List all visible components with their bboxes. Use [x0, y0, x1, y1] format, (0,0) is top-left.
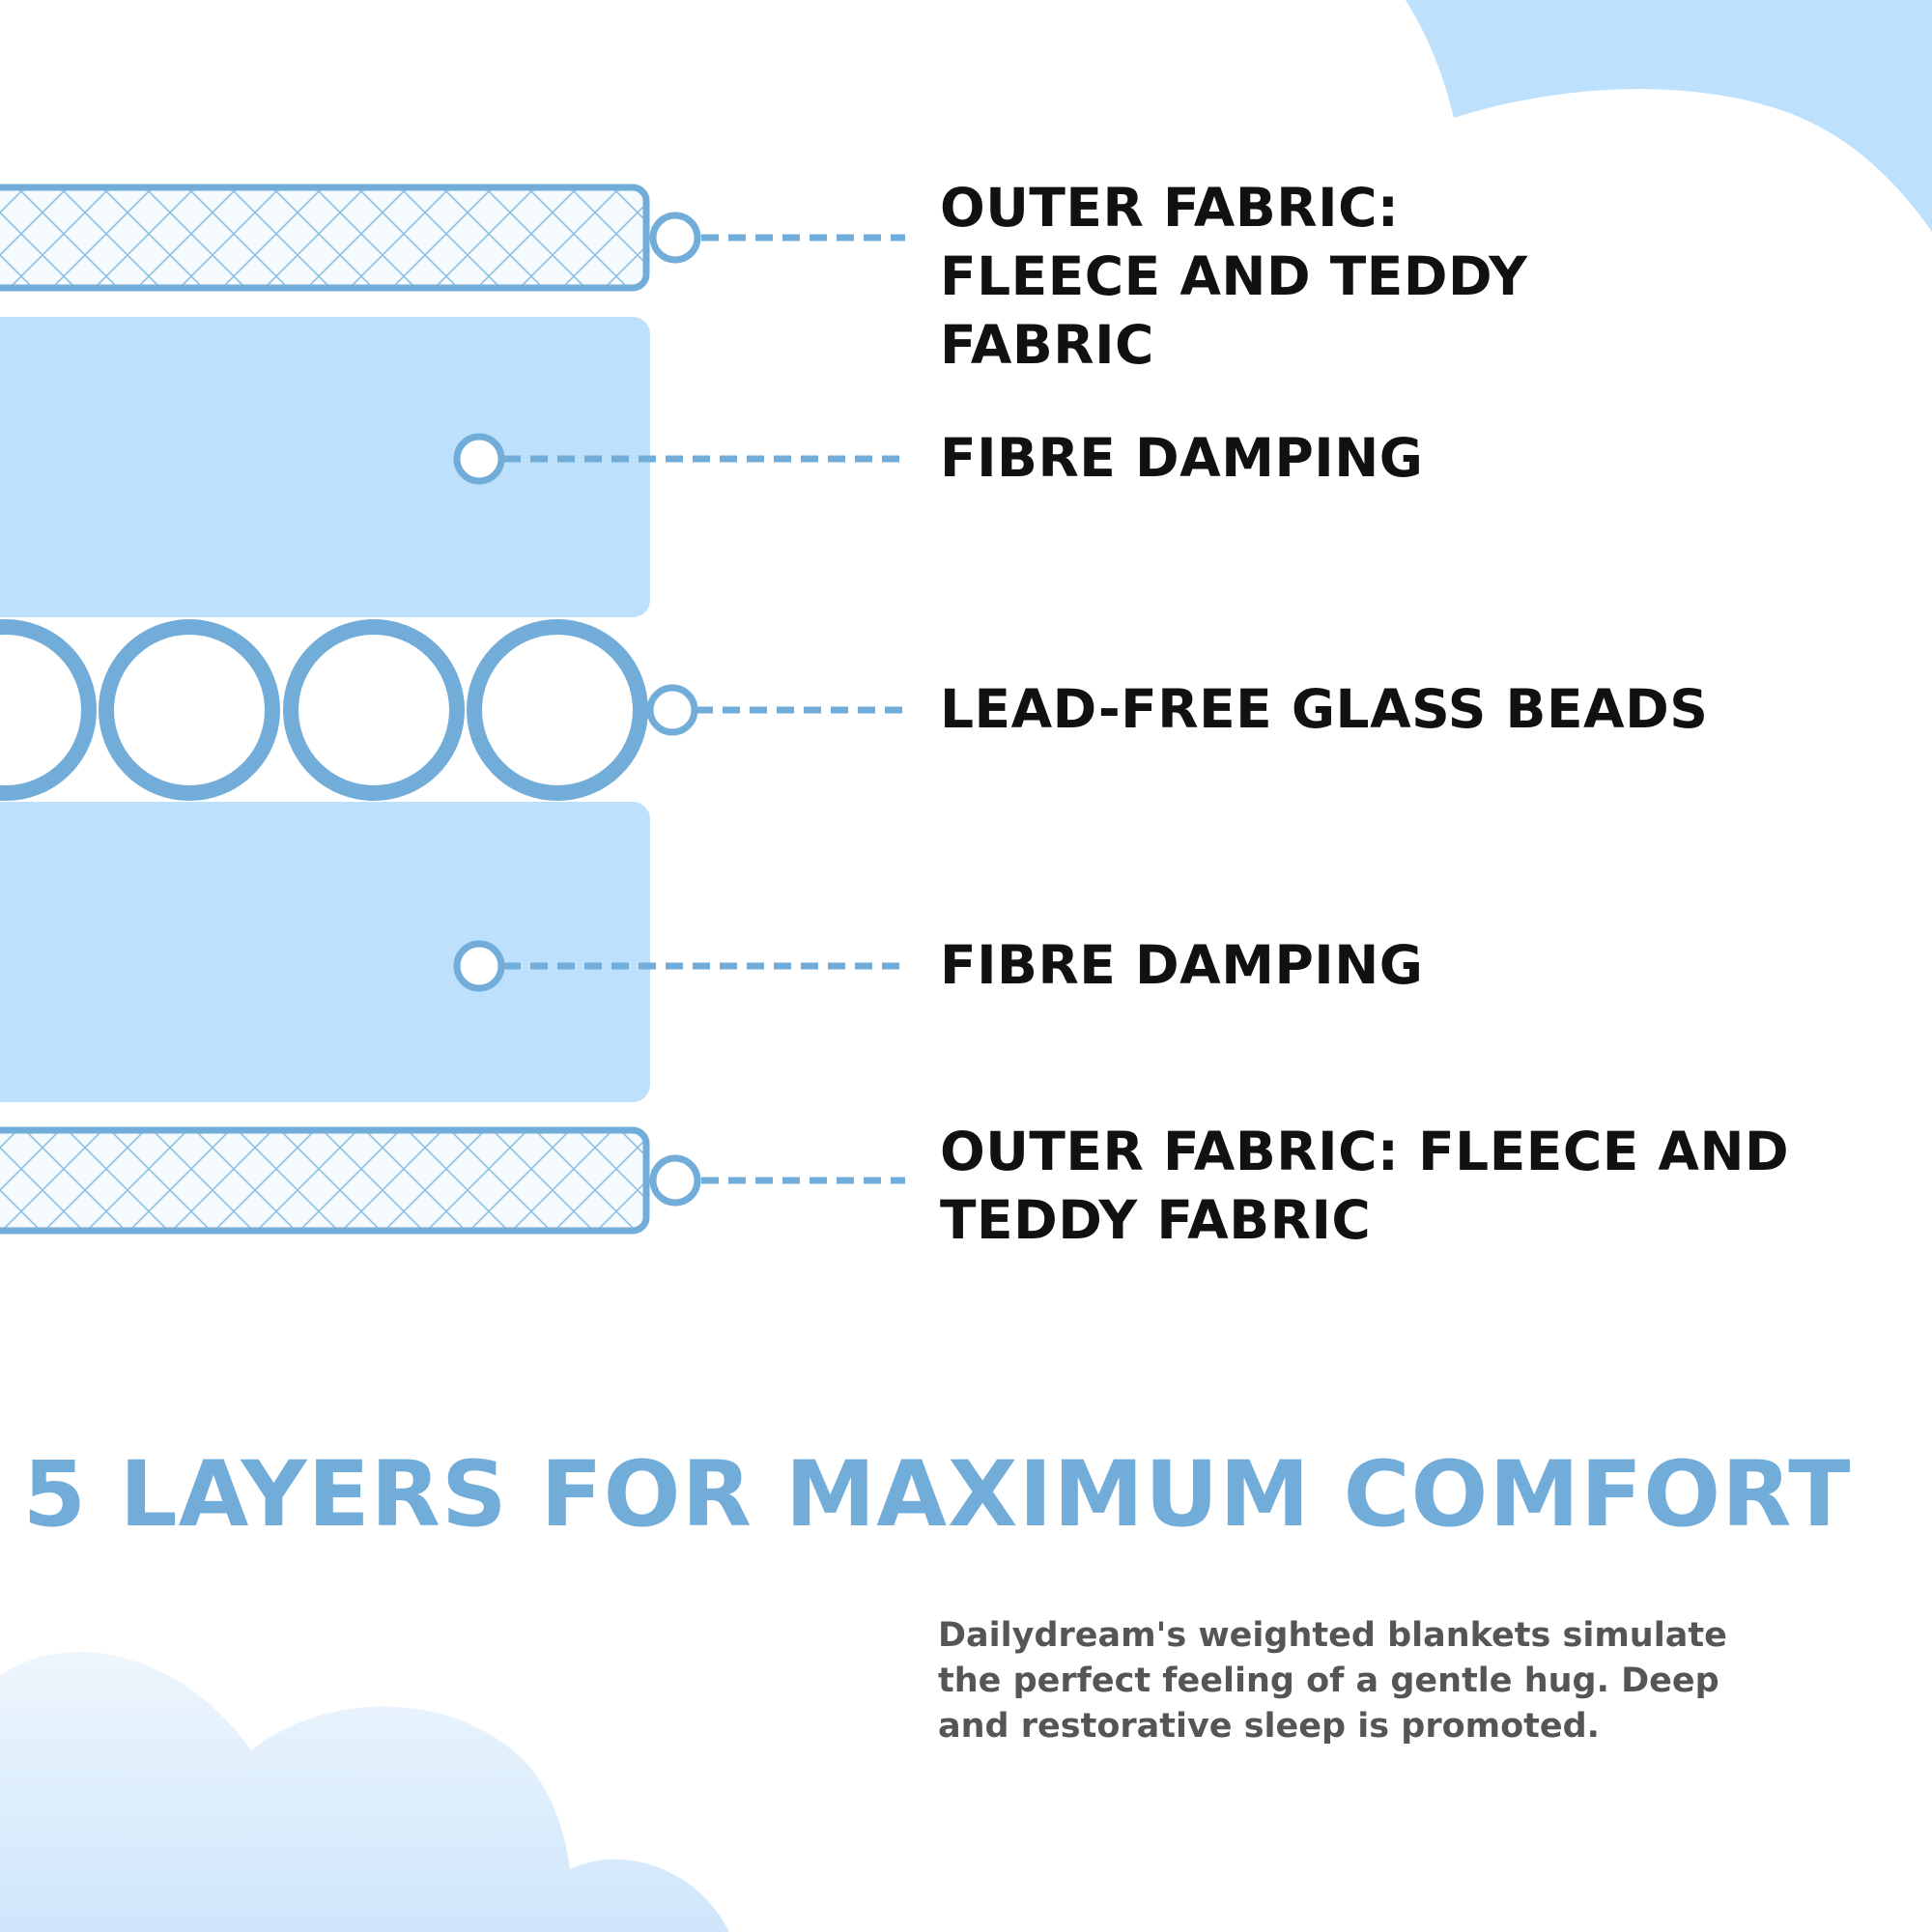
description-text: Dailydream's weighted blankets simulate …	[938, 1616, 1727, 1746]
layer-outer-fabric-top	[0, 184, 650, 292]
layer-outer-fabric-bottom	[0, 1126, 650, 1235]
leader-line-4	[453, 940, 905, 992]
layer-fibre-damping-lower	[0, 802, 650, 1102]
layer-label-fibre-damping-upper: FIBRE DAMPING	[940, 427, 1424, 489]
ring-marker-icon	[646, 684, 698, 736]
cloud-top-right-icon	[1406, 0, 1932, 232]
leader-line-1	[649, 212, 905, 264]
leader-line-5	[649, 1154, 905, 1207]
layer-fibre-damping-upper	[0, 317, 650, 617]
layer-label-outer-fabric-top: OUTER FABRIC: FLEECE AND TEDDY FABRIC	[940, 177, 1528, 376]
bead-circles-icon	[0, 619, 648, 801]
headline: 5 LAYERS FOR MAXIMUM COMFORT	[22, 1442, 1852, 1548]
layer-label-outer-fabric-bottom: OUTER FABRIC: FLEECE AND TEDDY FABRIC	[940, 1121, 1790, 1251]
layer-label-fibre-damping-lower: FIBRE DAMPING	[940, 934, 1424, 996]
cloud-bottom-left-icon	[0, 1651, 729, 1932]
ring-marker-icon	[649, 212, 701, 264]
ring-marker-icon	[453, 433, 505, 485]
layer-label-glass-beads: LEAD-FREE GLASS BEADS	[940, 678, 1709, 740]
leader-line-2	[453, 433, 905, 485]
leader-line-3	[646, 684, 905, 736]
ring-marker-icon	[453, 940, 505, 992]
ring-marker-icon	[649, 1154, 701, 1207]
